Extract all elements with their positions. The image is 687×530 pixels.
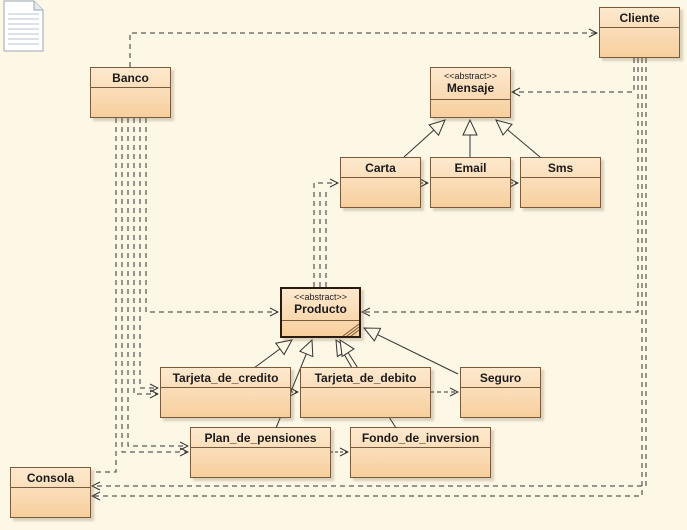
dependency-banco-tarjeta-credito <box>139 118 158 388</box>
class-mensaje[interactable]: <<abstract>> Mensaje <box>430 67 511 118</box>
class-consola[interactable]: Consola <box>10 467 91 518</box>
class-email[interactable]: Email <box>430 157 511 208</box>
dependency-banco-producto <box>145 118 278 312</box>
class-tarjeta-de-credito[interactable]: Tarjeta_de_credito <box>160 367 291 418</box>
class-name: Plan_de_pensiones <box>204 431 317 445</box>
dependency-banco-plan-pensiones <box>127 118 188 446</box>
class-plan-de-pensiones[interactable]: Plan_de_pensiones <box>190 427 331 478</box>
generalization-seguro-producto <box>362 327 459 375</box>
class-stereotype: <<abstract>> <box>443 71 498 81</box>
class-name: Tarjeta_de_credito <box>172 371 279 385</box>
dependency-cliente-mensaje <box>512 58 635 92</box>
document-page-icon <box>3 0 44 52</box>
generalization-carta-mensaje <box>403 119 446 158</box>
dependency-cliente-consola-2 <box>92 58 647 486</box>
dependency-cliente-producto <box>362 58 639 312</box>
class-cliente[interactable]: Cliente <box>599 7 680 58</box>
class-producto[interactable]: <<abstract>> Producto <box>280 287 361 338</box>
class-name: Banco <box>112 71 149 85</box>
dependency-banco-cliente <box>129 33 597 67</box>
class-banco[interactable]: Banco <box>90 67 171 118</box>
class-name: Producto <box>294 302 347 316</box>
class-name: Seguro <box>479 371 522 385</box>
dependency-banco-consola <box>92 118 117 473</box>
class-name: Cliente <box>619 11 660 25</box>
generalization-tarjeta-credito-producto <box>253 339 293 369</box>
generalization-tarjeta-debito-producto <box>335 338 353 369</box>
class-fondo-de-inversion[interactable]: Fondo_de_inversion <box>350 427 491 478</box>
class-name: Mensaje <box>446 81 495 95</box>
class-sms[interactable]: Sms <box>520 157 601 208</box>
dependency-banco-plan-pensiones-2 <box>121 118 188 452</box>
dependency-producto-carta <box>313 183 338 287</box>
class-tarjeta-de-debito[interactable]: Tarjeta_de_debito <box>300 367 431 418</box>
class-name: Sms <box>547 161 574 175</box>
resize-handle-icon[interactable] <box>341 322 359 336</box>
class-seguro[interactable]: Seguro <box>460 367 541 418</box>
class-name: Carta <box>365 161 396 175</box>
class-stereotype: <<abstract>> <box>293 292 348 302</box>
dependency-banco-tarjeta-credito-2 <box>133 118 158 394</box>
class-name: Tarjeta_de_debito <box>314 371 417 385</box>
class-name: Consola <box>26 471 75 485</box>
dependency-cliente-consola <box>92 58 643 496</box>
class-name: Email <box>454 161 487 175</box>
class-carta[interactable]: Carta <box>340 157 421 208</box>
class-name: Fondo_de_inversion <box>361 431 480 445</box>
generalization-sms-mensaje <box>495 119 541 158</box>
